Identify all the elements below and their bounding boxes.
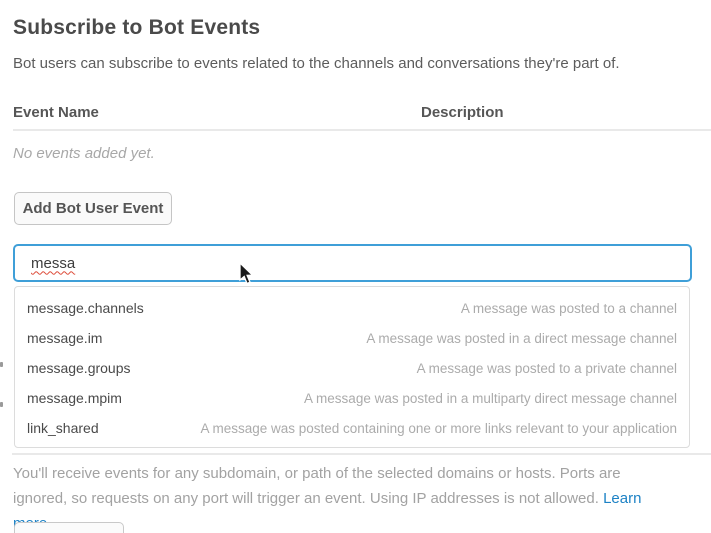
- empty-events-message: No events added yet.: [13, 145, 155, 162]
- event-suggestion-dropdown: message.channels A message was posted to…: [14, 286, 690, 448]
- suggestion-message-mpim[interactable]: message.mpim A message was posted in a m…: [15, 383, 689, 413]
- page-subtitle: Bot users can subscribe to events relate…: [13, 55, 620, 72]
- suggestion-message-im[interactable]: message.im A message was posted in a dir…: [15, 323, 689, 353]
- suggestion-description: A message was posted to a channel: [460, 300, 677, 316]
- background-text-fragment: [0, 402, 3, 407]
- suggestion-description: A message was posted to a private channe…: [416, 360, 677, 376]
- column-header-description: Description: [421, 104, 504, 121]
- event-search-input-value: messa: [31, 254, 76, 272]
- suggestion-link-shared[interactable]: link_shared A message was posted contain…: [15, 413, 689, 443]
- suggestion-message-channels[interactable]: message.channels A message was posted to…: [15, 293, 689, 323]
- suggestion-name: message.channels: [27, 300, 144, 316]
- bottom-partial-button[interactable]: [14, 522, 124, 533]
- suggestion-name: link_shared: [27, 420, 99, 436]
- suggestion-description: A message was posted in a multiparty dir…: [304, 390, 677, 406]
- suggestion-name: message.mpim: [27, 390, 122, 406]
- suggestion-description: A message was posted containing one or m…: [200, 420, 677, 436]
- page-title: Subscribe to Bot Events: [13, 16, 261, 39]
- background-text-fragment: [0, 362, 3, 367]
- add-bot-user-event-button[interactable]: Add Bot User Event: [14, 192, 172, 225]
- suggestion-name: message.groups: [27, 360, 131, 376]
- section-divider: [12, 453, 711, 455]
- suggestion-name: message.im: [27, 330, 103, 346]
- event-search-input[interactable]: messa: [13, 244, 692, 282]
- events-footer-note: You'll receive events for any subdomain,…: [13, 461, 668, 533]
- suggestion-message-groups[interactable]: message.groups A message was posted to a…: [15, 353, 689, 383]
- footer-note-text: You'll receive events for any subdomain,…: [13, 465, 621, 507]
- table-header-divider: [13, 129, 711, 131]
- suggestion-description: A message was posted in a direct message…: [366, 330, 677, 346]
- column-header-event-name: Event Name: [13, 104, 99, 121]
